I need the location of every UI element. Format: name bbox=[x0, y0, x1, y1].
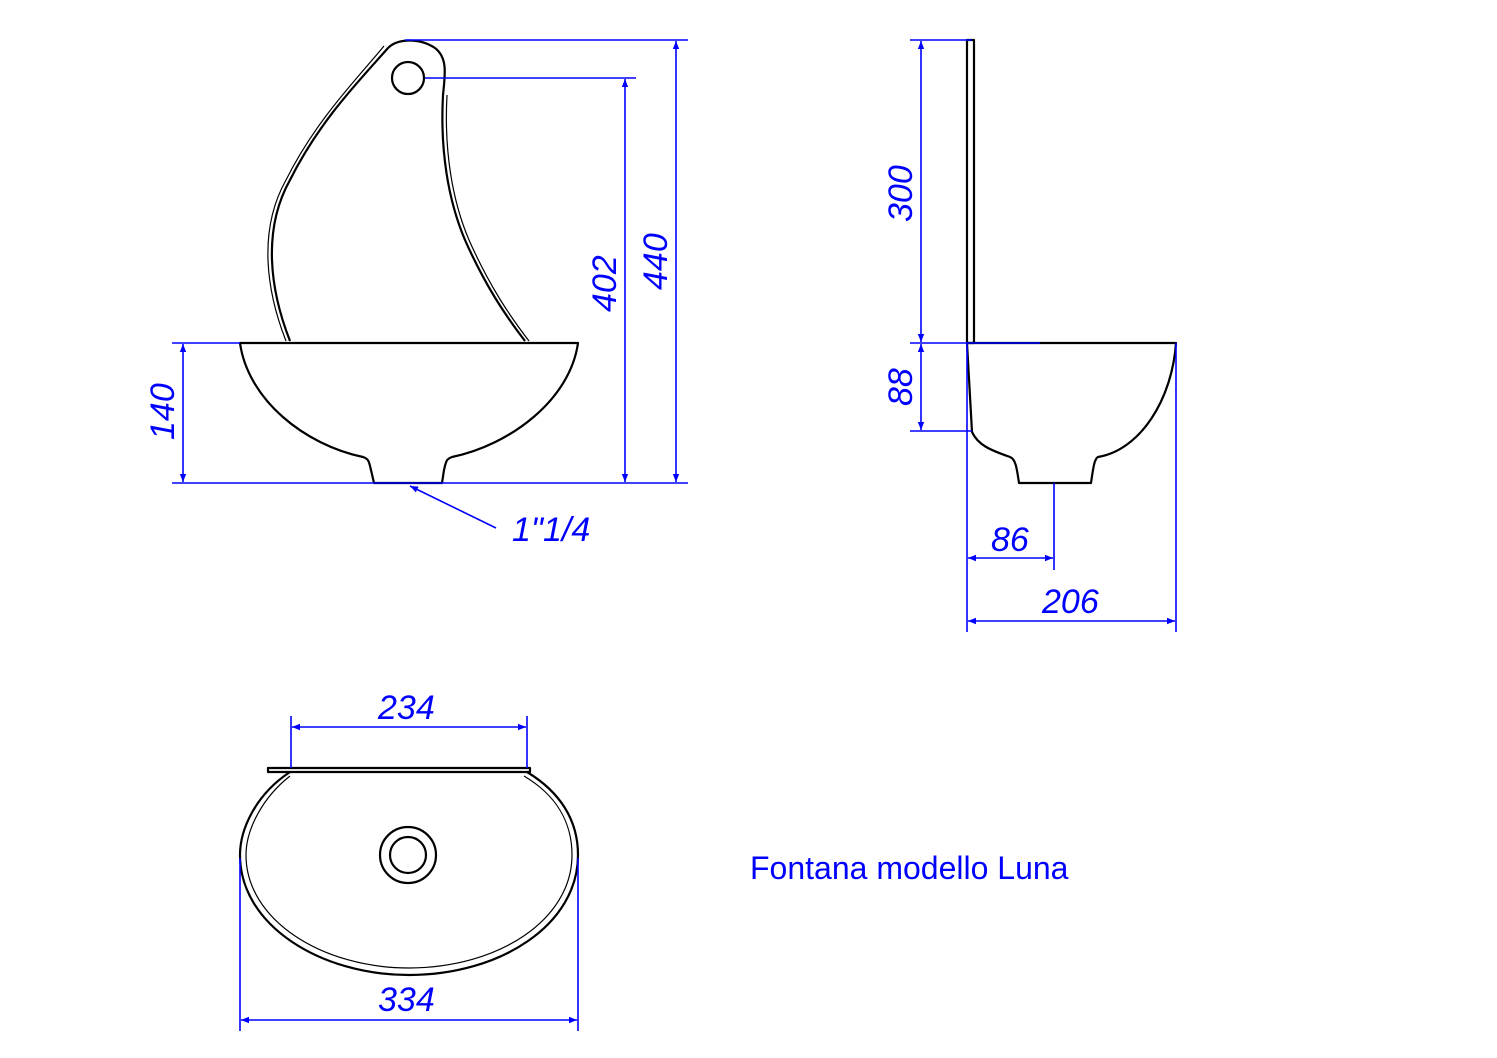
back-panel-outline bbox=[270, 39, 526, 342]
bowl-side-outline bbox=[965, 341, 1178, 485]
side-view: 300 88 86 206 bbox=[882, 38, 1178, 632]
dim-402: 402 bbox=[586, 255, 624, 312]
front-view: 440 402 140 1"1/4 bbox=[144, 39, 688, 549]
bowl-top-outline bbox=[238, 771, 580, 977]
dim-334: 334 bbox=[378, 981, 435, 1019]
dim-300: 300 bbox=[882, 165, 920, 222]
top-view: 234 334 bbox=[238, 689, 580, 1031]
panel-top bbox=[266, 766, 532, 774]
dim-206: 206 bbox=[1041, 583, 1099, 621]
tap-hole bbox=[390, 60, 426, 96]
drain-outer bbox=[378, 825, 438, 885]
drain-inner bbox=[388, 835, 428, 875]
bowl-outline bbox=[238, 341, 580, 485]
dim-234: 234 bbox=[377, 689, 435, 727]
dim-88: 88 bbox=[882, 368, 920, 406]
dim-drain-size: 1"1/4 bbox=[512, 511, 590, 549]
panel-side bbox=[965, 38, 976, 345]
drain-leader bbox=[409, 485, 497, 529]
dim-440: 440 bbox=[637, 233, 675, 290]
dim-140: 140 bbox=[144, 383, 182, 440]
drawing-title: Fontana modello Luna bbox=[750, 850, 1069, 886]
dim-86: 86 bbox=[991, 521, 1029, 559]
